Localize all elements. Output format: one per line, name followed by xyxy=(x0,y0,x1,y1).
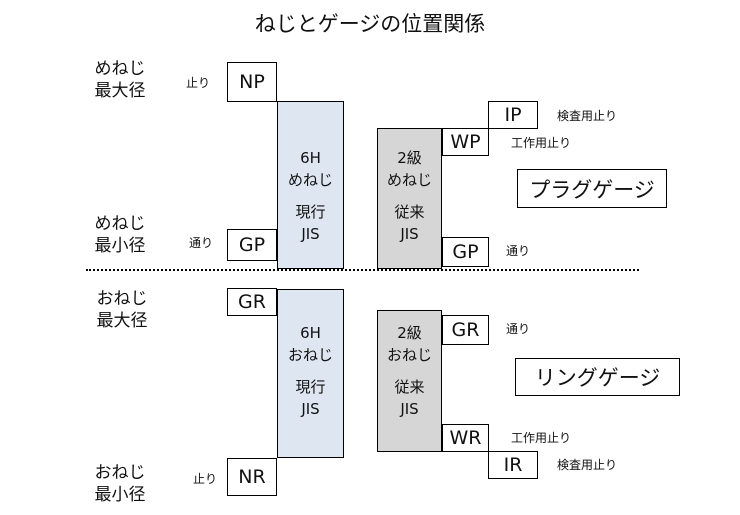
gp-gauge-box-right: GP xyxy=(442,237,489,267)
gr-gauge-box-left: GR xyxy=(227,288,277,316)
ring-gauge-label: リングゲージ xyxy=(515,358,680,396)
ip-gauge-box: IP xyxy=(488,101,538,129)
external-current-line1: 6H xyxy=(300,324,321,342)
external-current-line4: JIS xyxy=(301,400,320,418)
external-max-diameter-label: おねじ 最大径 xyxy=(82,288,162,332)
np-gauge-box: NP xyxy=(227,62,277,102)
internal-legacy-text: 2級 めねじ 従来 JIS xyxy=(377,147,442,245)
internal-current-line3: 現行 xyxy=(295,203,326,221)
external-legacy-text: 2級 おねじ 従来 JIS xyxy=(377,322,442,420)
external-legacy-tolerance-bar xyxy=(377,310,442,452)
external-min-diameter-label: おねじ 最小径 xyxy=(80,462,160,506)
external-max-line1: おねじ xyxy=(96,289,148,309)
external-min-line2: 最小径 xyxy=(94,485,146,505)
wp-gauge-box: WP xyxy=(442,128,489,156)
internal-min-diameter-label: めねじ 最小径 xyxy=(80,213,160,257)
nr-stop-label: 止り xyxy=(193,472,218,486)
external-current-text: 6H おねじ 現行 JIS xyxy=(277,322,344,420)
internal-legacy-line1: 2級 xyxy=(397,149,422,167)
internal-max-line1: めねじ xyxy=(94,59,146,79)
internal-current-line1: 6H xyxy=(300,149,321,167)
external-max-line2: 最大径 xyxy=(96,311,148,331)
internal-min-line2: 最小径 xyxy=(94,236,146,256)
gr-gauge-box-right: GR xyxy=(442,315,489,345)
external-legacy-line2: おねじ xyxy=(386,346,432,364)
external-current-tolerance-bar xyxy=(277,289,344,458)
wr-note: 工作用止り xyxy=(511,431,572,445)
ir-note: 検査用止り xyxy=(557,458,618,472)
wp-note: 工作用止り xyxy=(511,136,572,150)
external-legacy-line4: JIS xyxy=(400,400,419,418)
internal-legacy-line4: JIS xyxy=(400,225,419,243)
gr-right-note: 通り xyxy=(506,322,531,336)
internal-legacy-line3: 従来 xyxy=(394,203,425,221)
internal-current-line2: めねじ xyxy=(287,171,333,189)
ip-note: 検査用止り xyxy=(557,109,618,123)
external-min-line1: おねじ xyxy=(94,463,146,483)
gp-right-note: 通り xyxy=(506,244,531,258)
plug-gauge-label: プラグゲージ xyxy=(517,169,667,208)
external-current-line3: 現行 xyxy=(295,378,326,396)
wr-gauge-box: WR xyxy=(442,424,489,452)
internal-legacy-tolerance-bar xyxy=(377,128,442,269)
ir-gauge-box: IR xyxy=(488,451,538,479)
internal-current-line4: JIS xyxy=(301,225,320,243)
internal-current-text: 6H めねじ 現行 JIS xyxy=(277,147,344,245)
internal-max-line2: 最大径 xyxy=(94,81,146,101)
section-divider xyxy=(86,269,639,271)
gp-go-label-left: 通り xyxy=(189,236,214,250)
nr-gauge-box: NR xyxy=(227,458,277,496)
external-legacy-line1: 2級 xyxy=(397,324,422,342)
external-legacy-line3: 従来 xyxy=(394,378,425,396)
internal-min-line1: めねじ xyxy=(94,214,146,234)
gp-gauge-box-left: GP xyxy=(227,229,277,261)
internal-current-tolerance-bar xyxy=(277,101,344,269)
np-stop-label: 止り xyxy=(186,76,211,90)
external-current-line2: おねじ xyxy=(287,346,333,364)
internal-legacy-line2: めねじ xyxy=(386,171,432,189)
diagram-title: ねじとゲージの位置関係 xyxy=(254,12,486,36)
internal-max-diameter-label: めねじ 最大径 xyxy=(80,58,160,102)
